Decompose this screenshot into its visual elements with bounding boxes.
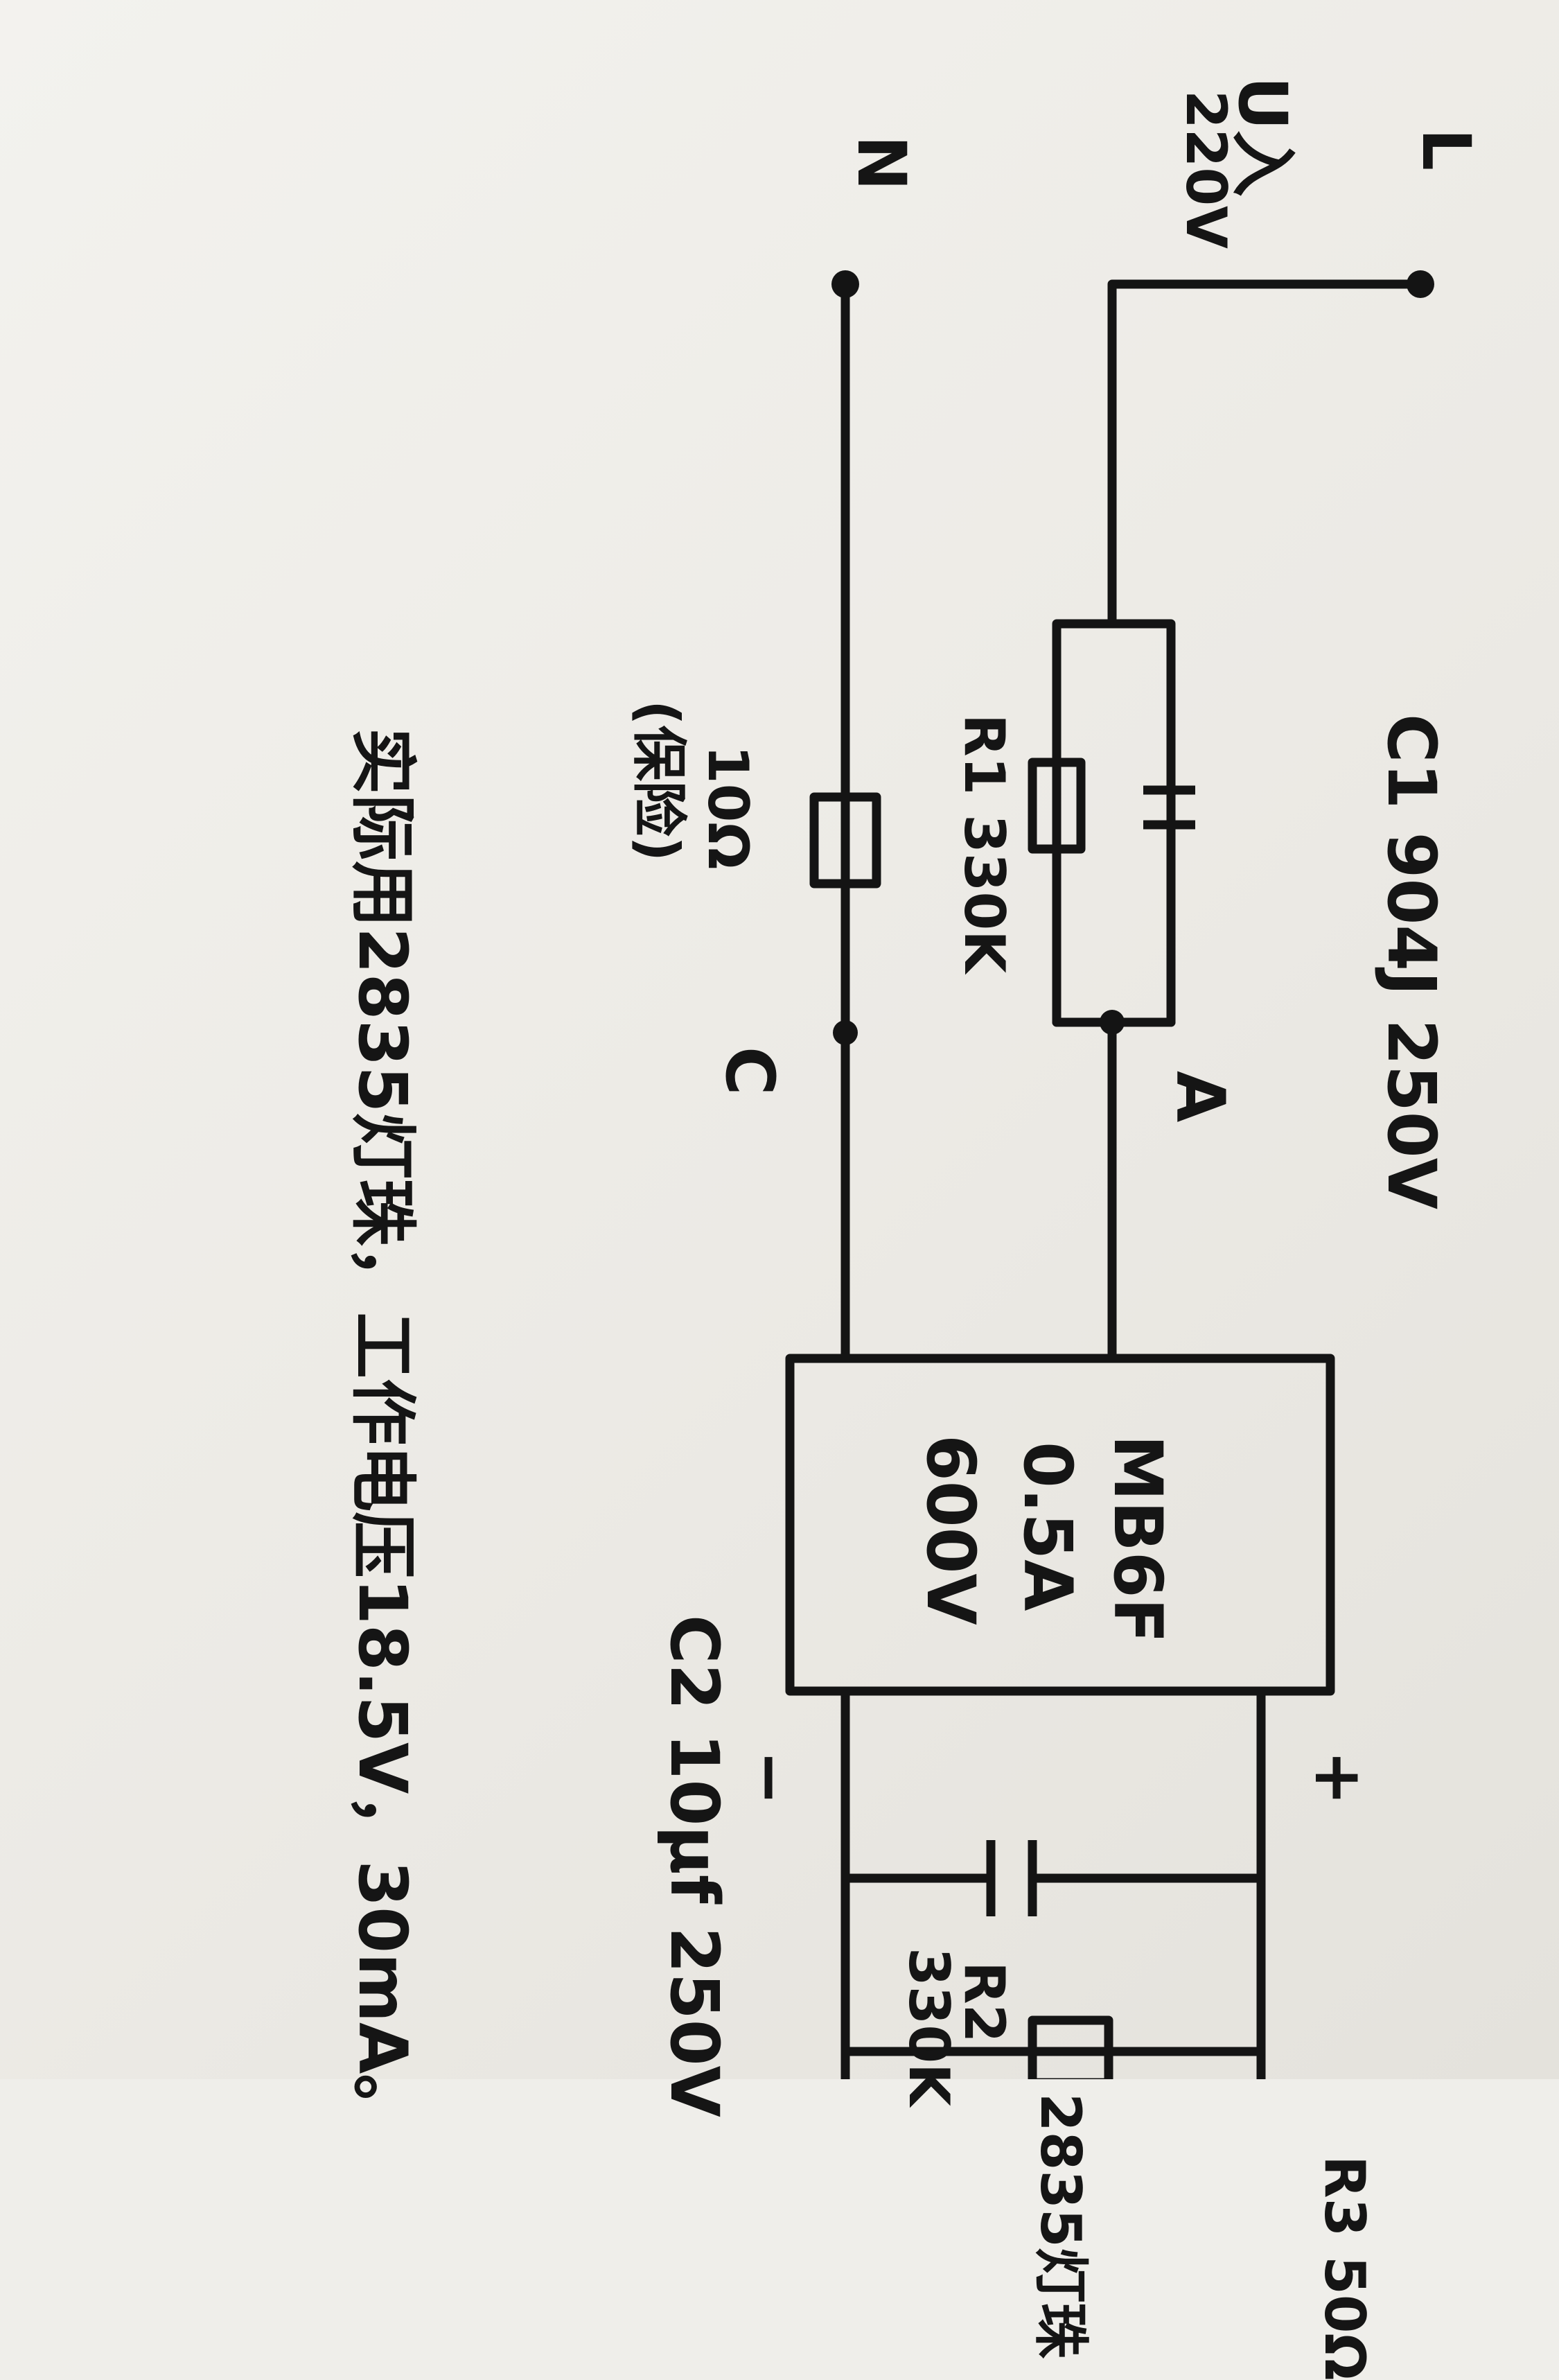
c2-label: C2 10μf 250V	[655, 1615, 733, 2117]
resistor-fuse-body	[809, 792, 881, 889]
bridge-rectifier-box	[785, 1354, 1335, 1696]
r2-label: R2	[952, 1961, 1016, 2043]
r1-label: R1 330K	[952, 714, 1016, 974]
terminal-l-dot	[1407, 270, 1434, 298]
node-c-label: C	[711, 1047, 789, 1096]
node-a-dot	[1100, 1010, 1125, 1035]
bridge-current-label: 0.5A	[1009, 1442, 1086, 1611]
bridge-voltage-label: 600V	[912, 1435, 989, 1625]
n-terminal-label: N	[843, 135, 920, 191]
led-string-label: 2835灯珠	[1028, 2093, 1093, 2359]
r3-label: R3 50Ω	[1312, 2155, 1377, 2380]
r2-value-label: 330K	[897, 1948, 961, 2106]
wire-l-input	[1107, 279, 1425, 629]
l-terminal-label: L	[1407, 128, 1485, 171]
resistor-r1-body	[1028, 758, 1086, 854]
circuit-diagram: C1 904J 250V L N U入 220V R1 330K 10Ω (保险…	[344, 76, 1485, 2380]
plus-label: +	[1300, 1750, 1377, 1806]
fuse-resistor-label: 10Ω	[696, 745, 760, 870]
c1-label: C1 904J 250V	[1373, 714, 1450, 1209]
input-220v-label: 220V	[1174, 90, 1238, 249]
node-a-label: A	[1161, 1071, 1239, 1123]
bridge-model-label: MB6F	[1099, 1435, 1177, 1644]
wire-network-bottom	[1052, 619, 1117, 1027]
input-voltage-label: U入	[1224, 76, 1301, 197]
fuse-note-label: (保险)	[626, 700, 691, 862]
minus-label: −	[732, 1750, 809, 1806]
capacitor-c1	[1143, 785, 1195, 830]
note-label: 实际用2835灯珠，工作电压18.5V，30mA。	[344, 728, 421, 2141]
wire-network-top	[1107, 619, 1176, 1027]
circuit-schematic	[785, 270, 1434, 2079]
node-c-dot	[833, 1020, 858, 1045]
terminal-n-dot	[831, 270, 859, 298]
resistor-r2-body	[1028, 2015, 1113, 2079]
capacitor-c2	[986, 1840, 1037, 1916]
